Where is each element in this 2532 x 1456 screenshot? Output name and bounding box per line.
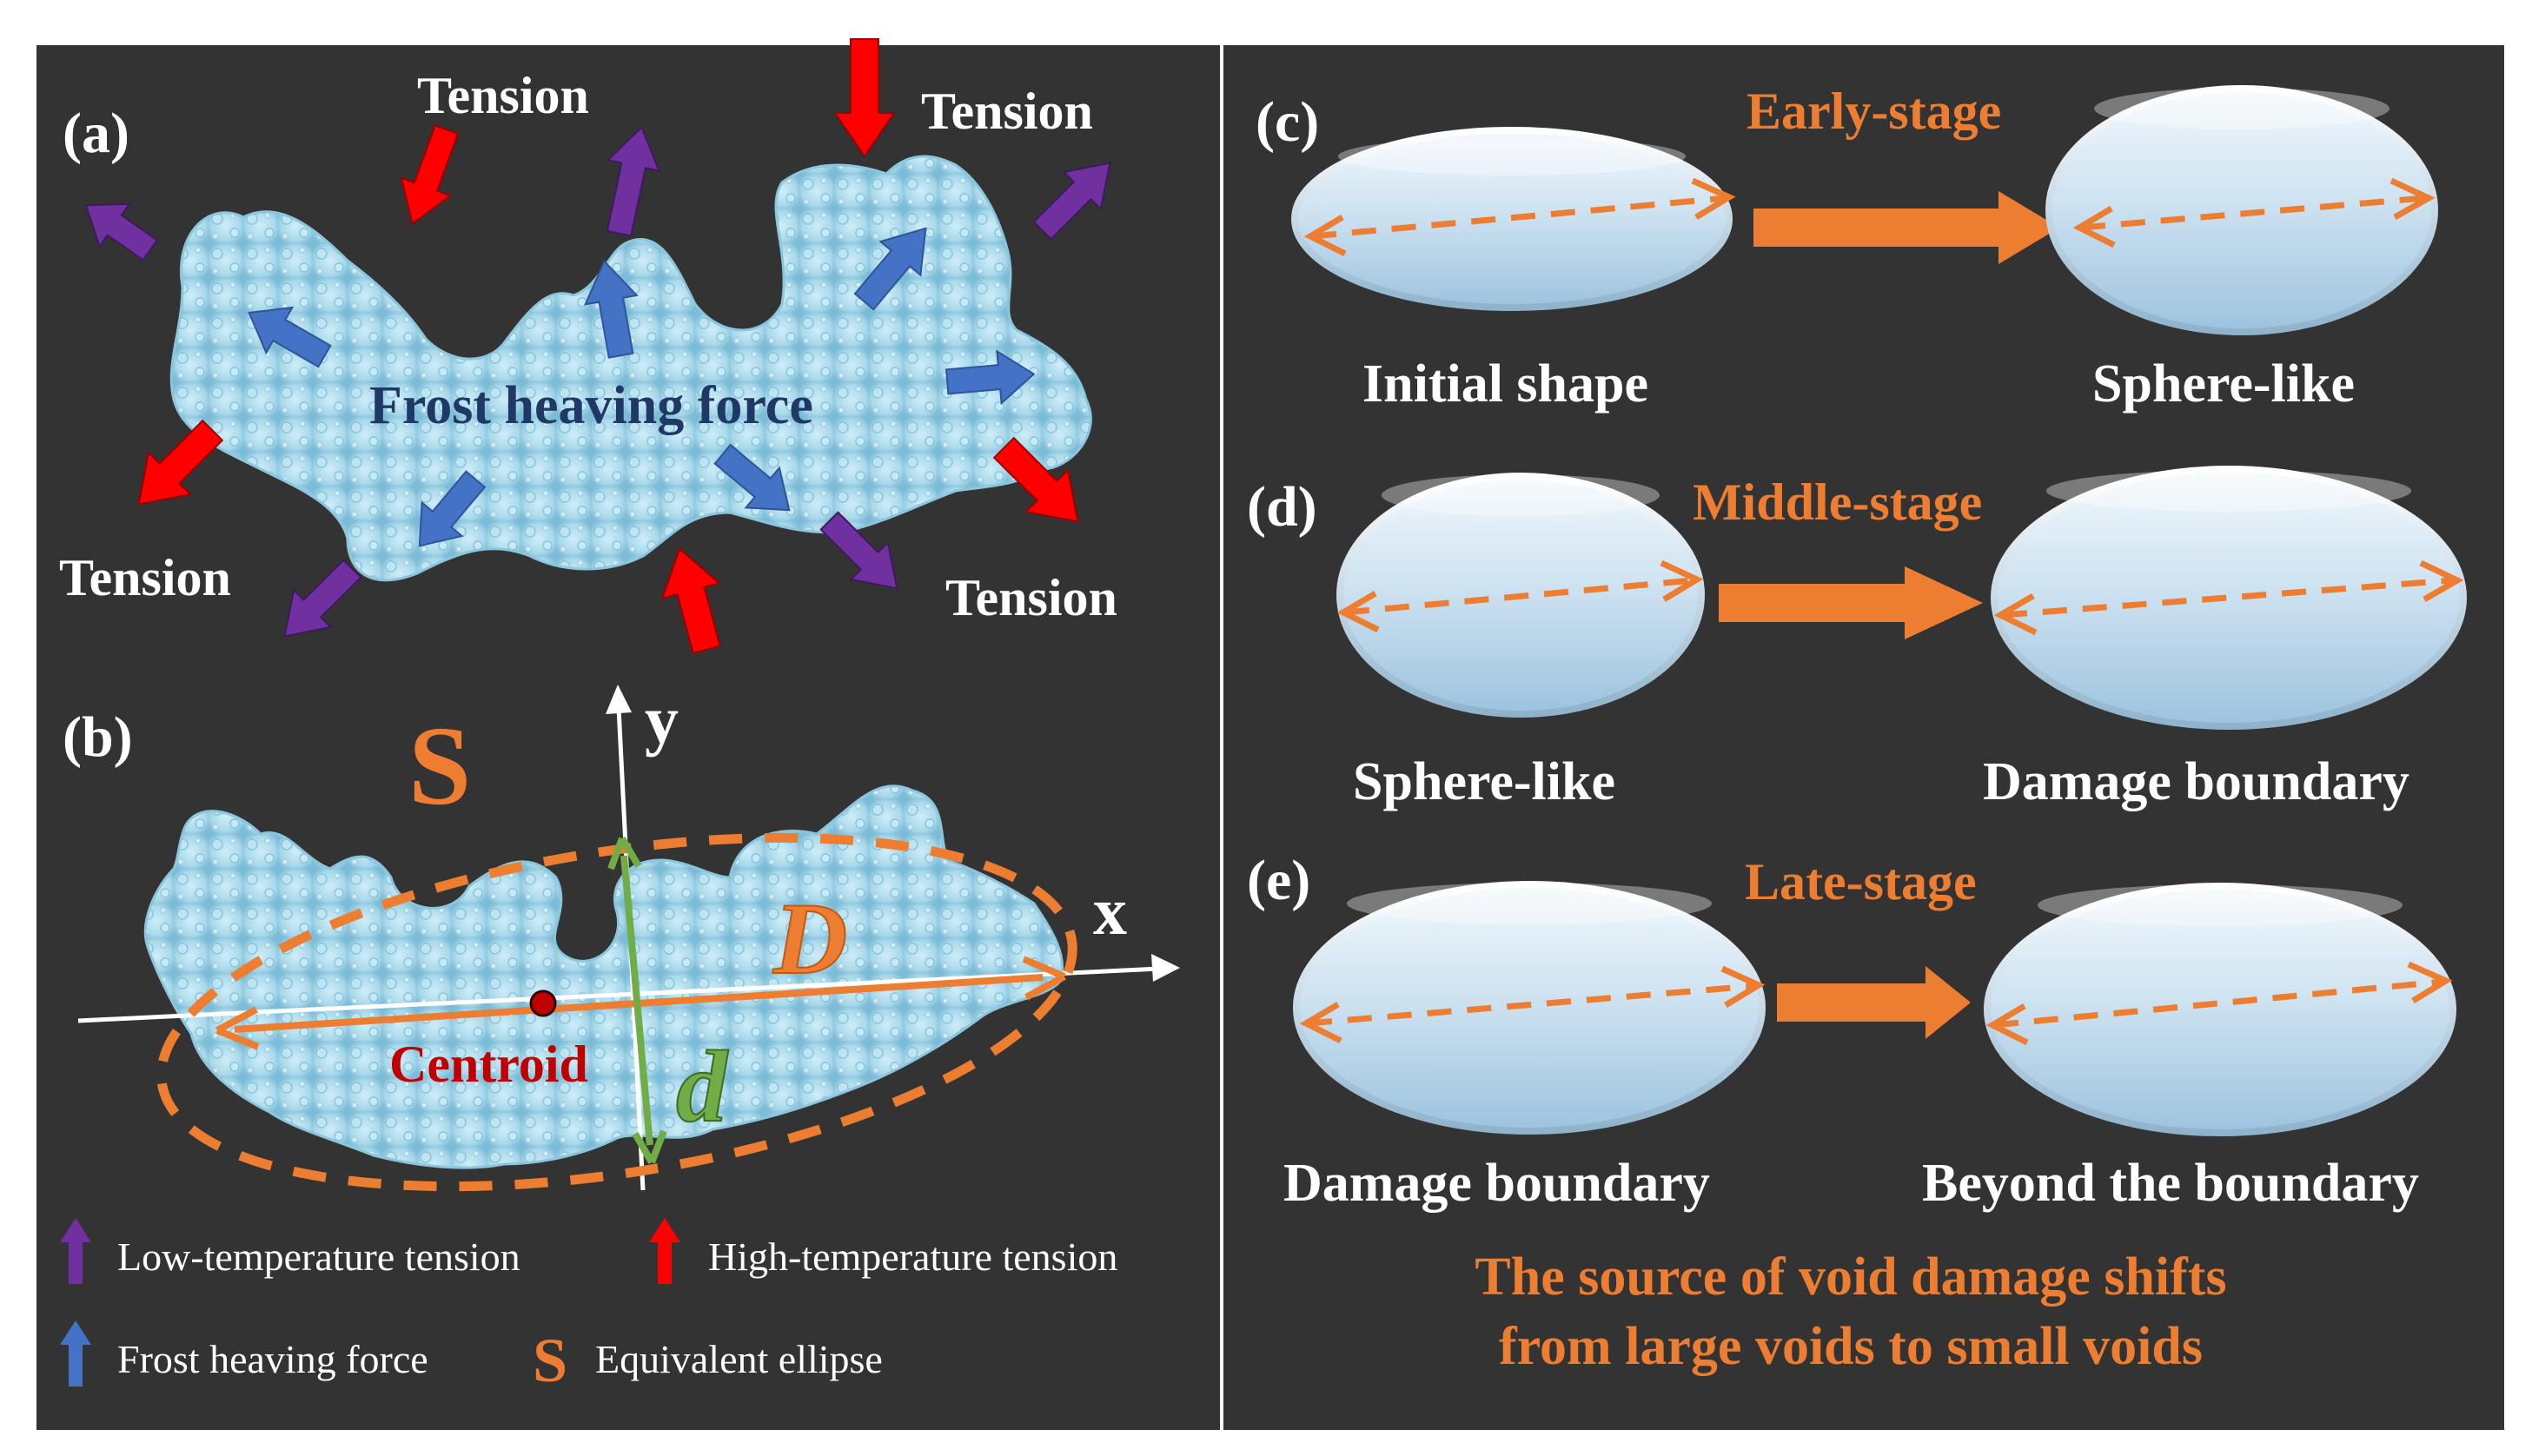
tension-label-top-left: Tension bbox=[417, 67, 589, 124]
blue-arrow-icon bbox=[418, 470, 487, 547]
panel-c-right-caption: Sphere-like bbox=[2092, 354, 2355, 414]
panel-e-label: (e) bbox=[1247, 849, 1310, 912]
panel-e-left-caption: Damage boundary bbox=[1283, 1154, 1710, 1213]
tension-label-bottom-right: Tension bbox=[945, 569, 1117, 626]
red-arrow-icon bbox=[660, 546, 721, 654]
equivalent-ellipse bbox=[156, 832, 1077, 1192]
purple-tension-arrows-a bbox=[84, 125, 1111, 638]
panel-e-right-ellipse bbox=[1984, 883, 2456, 1136]
legend-blue-arrow-icon bbox=[60, 1320, 91, 1387]
major-axis-label: D bbox=[772, 882, 847, 996]
blue-arrow-icon bbox=[945, 349, 1036, 406]
frost-heaving-force-label: Frost heaving force bbox=[369, 376, 813, 435]
water-blob-b bbox=[143, 784, 1064, 1169]
red-tension-arrows-a bbox=[137, 38, 1079, 654]
purple-arrow-icon bbox=[283, 559, 362, 638]
purple-arrow-icon bbox=[1032, 162, 1111, 241]
panel-d-right-dashed-axis bbox=[1993, 559, 2464, 636]
panel-d-right-ellipse bbox=[1991, 466, 2467, 730]
major-axis-arrow-left bbox=[215, 1006, 260, 1050]
panel-d-stage: Middle-stage bbox=[1693, 473, 1982, 531]
blue-arrow-icon bbox=[248, 306, 332, 368]
panel-e-left-dashed-axis bbox=[1299, 965, 1766, 1044]
panel-d-label: (d) bbox=[1247, 475, 1317, 539]
red-arrow-icon bbox=[137, 419, 224, 506]
tension-label-bottom-left: Tension bbox=[59, 549, 231, 606]
minor-axis-line bbox=[620, 855, 653, 1146]
legend-frost-text: Frost heaving force bbox=[117, 1337, 428, 1381]
centroid-label: Centroid bbox=[389, 1036, 588, 1093]
purple-arrow-icon bbox=[84, 202, 159, 261]
panel-d-arrow-icon bbox=[1719, 566, 1983, 639]
blue-arrow-icon bbox=[713, 443, 791, 512]
legend-low-temp-text: Low-temperature tension bbox=[117, 1234, 520, 1279]
tension-label-top-right: Tension bbox=[921, 83, 1093, 140]
legend-purple-arrow-icon bbox=[60, 1218, 91, 1284]
panel-b-label: (b) bbox=[63, 705, 133, 769]
legend-ellipse-text: Equivalent ellipse bbox=[595, 1337, 883, 1381]
blue-arrow-icon bbox=[853, 227, 927, 311]
legend-ellipse-symbol: S bbox=[533, 1326, 567, 1395]
centroid-dot bbox=[529, 989, 557, 1017]
panel-c-label: (c) bbox=[1256, 90, 1319, 154]
conclusion-line-2: from large voids to small voids bbox=[1499, 1317, 2203, 1376]
panel-d-right-caption: Damage boundary bbox=[1983, 752, 2409, 811]
minor-axis-label: d bbox=[676, 1029, 729, 1143]
red-arrow-icon bbox=[992, 436, 1079, 523]
x-axis-arrowhead bbox=[1151, 954, 1180, 982]
panel-c-arrow-icon bbox=[1753, 191, 2059, 264]
y-axis-arrowhead bbox=[606, 685, 632, 714]
minor-axis-arrow-bottom bbox=[632, 1129, 667, 1164]
panel-e-right-caption: Beyond the boundary bbox=[1922, 1154, 2419, 1213]
panel-c-right-dashed-axis bbox=[2072, 177, 2436, 248]
y-axis-label: y bbox=[645, 682, 679, 758]
ellipse-symbol-s: S bbox=[408, 704, 471, 829]
legend: Low-temperature tension High-temperature… bbox=[60, 1218, 1117, 1395]
panel-c-left-caption: Initial shape bbox=[1362, 354, 1648, 414]
panel-a-label: (a) bbox=[63, 102, 129, 165]
panel-e-stage: Late-stage bbox=[1745, 853, 1977, 910]
red-arrow-icon bbox=[400, 124, 460, 225]
major-axis-arrow-right bbox=[1022, 956, 1066, 1001]
legend-high-temp-text: High-temperature tension bbox=[708, 1234, 1117, 1279]
panel-c-stage: Early-stage bbox=[1747, 83, 2001, 140]
legend-red-arrow-icon bbox=[649, 1218, 680, 1284]
panel-e-arrow-icon bbox=[1777, 966, 1971, 1039]
blue-frost-arrows-a bbox=[248, 227, 1036, 547]
panel-d-left-caption: Sphere-like bbox=[1353, 752, 1615, 811]
red-arrow-icon bbox=[833, 38, 896, 158]
panel-d-left-dashed-axis bbox=[1336, 559, 1704, 633]
minor-axis-arrow-top bbox=[607, 836, 642, 870]
purple-arrow-icon bbox=[606, 125, 661, 237]
purple-arrow-icon bbox=[819, 511, 898, 590]
x-axis-line bbox=[77, 966, 1161, 1023]
water-blob-a bbox=[169, 155, 1092, 582]
conclusion-line-1: The source of void damage shifts bbox=[1475, 1248, 2226, 1307]
panel-c-left-dashed-axis bbox=[1303, 177, 1736, 257]
x-axis-label: x bbox=[1093, 873, 1127, 949]
blue-arrow-icon bbox=[584, 260, 639, 359]
panel-e-right-dashed-axis bbox=[1985, 961, 2453, 1046]
panel-c-right-ellipse bbox=[2045, 85, 2438, 335]
